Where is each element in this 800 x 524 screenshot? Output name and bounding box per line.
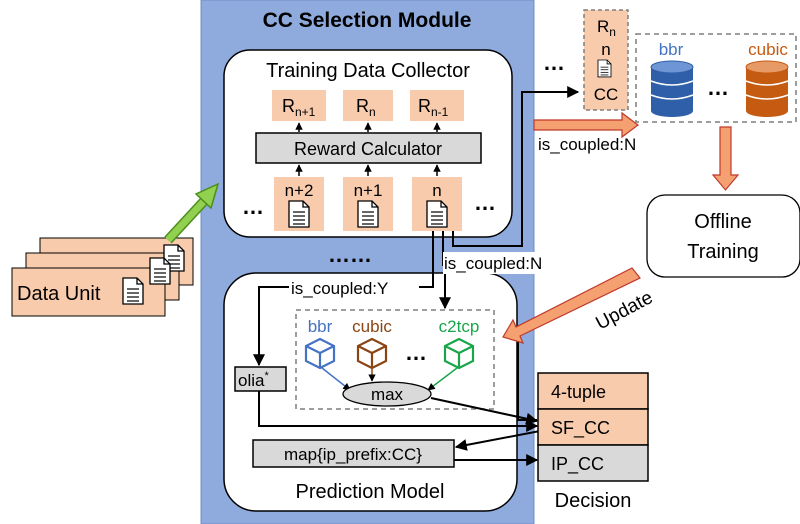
- stack-card-r: Rn: [597, 17, 616, 39]
- arrow-bbr-max: [321, 367, 351, 391]
- orange-arrow-to-offline: [711, 126, 740, 191]
- arrow-coupled-no-store: [452, 86, 580, 247]
- max-label: max: [371, 385, 404, 404]
- model-ellipsis: …: [405, 340, 427, 365]
- map-box: [252, 439, 455, 468]
- middle-ellipsis: ……: [328, 242, 372, 267]
- database-label-cubic: cubic: [748, 40, 788, 59]
- module-title: CC Selection Module: [263, 9, 472, 32]
- olia-box: [234, 366, 287, 392]
- green-arrow-head: [194, 182, 220, 210]
- reward-box-2: [343, 90, 393, 121]
- decision-title: Decision: [555, 490, 632, 512]
- coupled-no-left-label-bg: [443, 252, 575, 274]
- collector-title: Training Data Collector: [266, 60, 470, 82]
- map-label: map{ip_prefix:CC}: [284, 445, 422, 464]
- arrow-max-to-sfcc: [430, 397, 539, 425]
- sample-label-2: n+1: [354, 181, 383, 200]
- olia-label: olia*: [238, 370, 269, 390]
- orange-arrow-to-database: [533, 111, 639, 139]
- cubic-database-icon: [745, 60, 789, 117]
- data-unit-mid-doc-icon: [149, 257, 171, 285]
- sample-label-3: n: [432, 181, 441, 200]
- database-box: [635, 33, 797, 123]
- arrow-sfcc-to-map: [454, 430, 541, 451]
- model-group-box: [295, 309, 495, 410]
- offline-training-line2: Training: [687, 241, 759, 263]
- max-node: [342, 381, 432, 407]
- arrow-coupled-to-sfcc: [517, 330, 537, 421]
- database-label-bbr: bbr: [659, 40, 684, 59]
- model-label-c2tcp: c2tcp: [439, 317, 480, 336]
- offline-training-line1: Offline: [694, 211, 751, 233]
- document-icon: [288, 200, 310, 228]
- reward-box-1: [272, 90, 326, 121]
- coupled-yes-label: is_coupled:Y: [291, 279, 388, 298]
- model-label-cubic: cubic: [352, 317, 392, 336]
- update-arrow: [502, 267, 641, 344]
- decision-field-4tuple-label: 4-tuple: [551, 382, 606, 402]
- stack-card-doc-icon: [597, 59, 612, 78]
- arrow-olia-to-sfcc: [258, 391, 539, 432]
- decision-field-sfcc-label: SF_CC: [551, 418, 610, 439]
- document-icon: [426, 200, 448, 228]
- arrow-c2tcp-max: [427, 367, 458, 391]
- model-label-bbr: bbr: [308, 317, 333, 336]
- decision-field-4tuple: [537, 372, 649, 410]
- reward-calculator-box: [255, 132, 482, 164]
- stack-card-n: n: [601, 40, 610, 59]
- stack-card-dots: …: [543, 50, 565, 75]
- green-arrow-shaft-fill: [165, 197, 208, 243]
- reward-label-1: Rn+1: [282, 96, 316, 119]
- document-icon: [357, 200, 379, 228]
- reward-box-3: [410, 90, 464, 121]
- coupled-no-left-label: is_coupled:N: [444, 254, 542, 273]
- decision-field-ipcc: [537, 444, 649, 482]
- stack-card-cc: CC: [594, 85, 619, 104]
- data-unit-label: Data Unit: [17, 283, 101, 305]
- collector-ellipsis-left: …: [242, 194, 264, 219]
- offline-training-box: [646, 194, 800, 278]
- coupled-no-right-label: is_coupled:N: [538, 135, 636, 154]
- decision-field-ipcc-label: IP_CC: [551, 454, 604, 475]
- bbr-database-icon: [650, 60, 694, 117]
- reward-label-3: Rn-1: [418, 96, 449, 119]
- collector-ellipsis-right: …: [474, 190, 496, 215]
- coupled-yes-label-bg: [289, 277, 419, 299]
- prediction-model-title: Prediction Model: [296, 481, 445, 503]
- database-dots: …: [707, 75, 729, 100]
- sample-label-1: n+2: [285, 181, 314, 200]
- decision-field-sfcc: [537, 408, 649, 446]
- reward-label-2: Rn: [356, 96, 376, 119]
- reward-calculator-label: Reward Calculator: [294, 139, 442, 159]
- data-unit-doc-icon: [122, 277, 144, 305]
